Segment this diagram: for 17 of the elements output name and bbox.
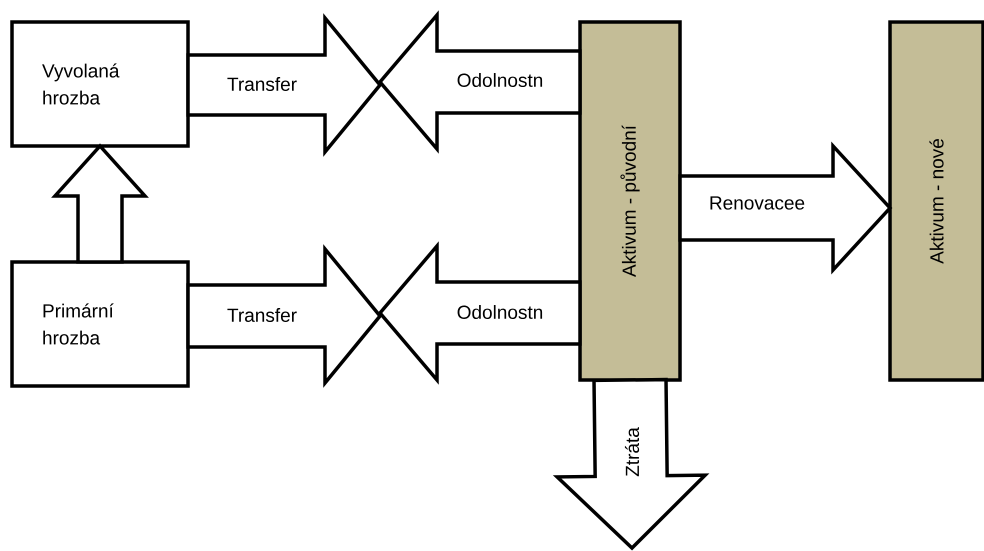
asset-box: Aktivum - nové xyxy=(888,20,984,382)
threat-box: Vyvolaná hrozba xyxy=(10,20,190,148)
edge-label: Odolnostn xyxy=(456,72,544,88)
threat-box: Primární hrozba xyxy=(10,260,190,388)
edge-label: Transfer xyxy=(226,76,298,92)
block-arrow xyxy=(678,142,892,274)
edge-label: Renovacee xyxy=(708,195,806,211)
block-arrow xyxy=(51,143,149,264)
block-arrow xyxy=(186,13,382,157)
block-arrow xyxy=(186,244,382,388)
block-arrow xyxy=(378,10,582,154)
asset-box: Aktivum - původní xyxy=(578,20,682,382)
block-arrow xyxy=(552,378,710,550)
edge-label: Odolnostn xyxy=(456,304,544,320)
edge-label: Ztráta xyxy=(624,426,640,478)
edge-label: Transfer xyxy=(226,307,298,323)
block-arrow xyxy=(378,241,582,385)
